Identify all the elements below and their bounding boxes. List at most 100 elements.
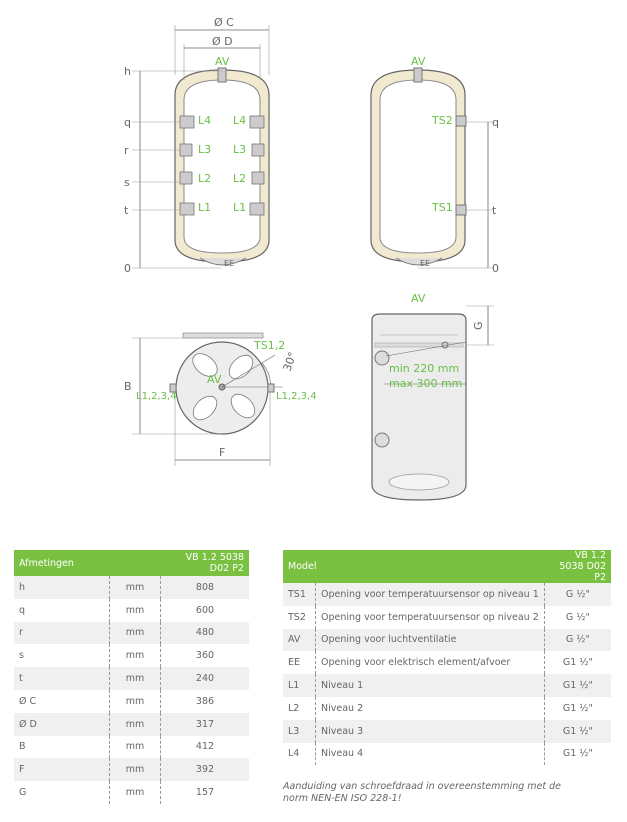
label-av-side: AV [411,55,426,68]
model-desc-cell: Niveau 3 [315,719,545,743]
model-desc-cell: Niveau 4 [315,742,545,766]
model-code-cell: L2 [283,696,316,720]
label-l4-left: L4 [198,114,211,127]
dimension-unit: mm [109,621,161,645]
model-code-cell: AV [283,628,316,652]
label-dia-d: Ø D [212,35,233,48]
dimension-unit: mm [109,576,161,599]
perspective-view: AV G min 220 mm max 300 mm [371,292,494,501]
dimension-label: q [14,598,110,622]
label-zero-side: 0 [492,262,499,275]
label-ee-side: EE [420,259,430,268]
model-desc-cell: Niveau 1 [315,674,545,697]
dimension-label: B [14,735,110,759]
label-f: F [219,446,225,459]
model-desc-cell: Opening voor luchtventilatie [315,628,545,652]
dimension-label: r [14,621,110,645]
dimension-unit: mm [109,598,161,622]
dimensions-model: VB 1.2 5038 D02 P2 [160,550,249,576]
dimension-value: 386 [160,689,249,713]
dimension-unit: mm [109,712,161,736]
model-code: VB 1.2 5038 D02 P2 [544,550,611,583]
dimension-value: 157 [160,781,249,804]
dimension-label: Ø D [14,712,110,736]
model-size-cell: G ½" [544,605,611,629]
label-h: h [124,65,131,78]
dimension-value: 808 [160,576,249,599]
label-av-3d: AV [411,292,426,305]
model-size-cell: G1 ½" [544,651,611,675]
label-q: q [124,116,131,129]
technical-drawings: Ø C Ø D AV h q r s t 0 L4 L4 L3 L3 L2 L2… [124,16,499,501]
top-view: B F TS1,2 30° AV L1,2,3,4 L1,2,3,4 [124,332,317,466]
label-l1234-left: L1,2,3,4 [136,391,177,402]
model-size-cell: G ½" [544,583,611,606]
label-l2-right: L2 [233,172,246,185]
dimension-value: 480 [160,621,249,645]
label-l3-left: L3 [198,143,211,156]
model-code-cell: EE [283,651,316,675]
label-l1-left: L1 [198,201,211,214]
model-size-cell: G1 ½" [544,719,611,743]
dimension-value: 360 [160,644,249,668]
dimension-label: Ø C [14,689,110,713]
model-code-cell: L1 [283,674,316,697]
dimension-label: h [14,576,110,599]
label-max-dist: max 300 mm [389,377,462,390]
dimension-label: G [14,781,110,804]
dimension-unit: mm [109,781,161,804]
label-b: B [124,380,132,393]
dimension-value: 600 [160,598,249,622]
label-q-side: q [492,116,499,129]
model-desc-cell: Opening voor temperatuursensor op niveau… [315,605,545,629]
model-size-cell: G1 ½" [544,696,611,720]
dimension-unit: mm [109,758,161,782]
label-l1-right: L1 [233,201,246,214]
dimension-label: s [14,644,110,668]
dimension-unit: mm [109,667,161,690]
front-view: Ø C Ø D AV h q r s t 0 L4 L4 L3 L3 L2 L2… [124,16,270,275]
dimension-unit: mm [109,735,161,759]
label-s: s [124,176,130,189]
dimension-value: 317 [160,712,249,736]
label-l2-left: L2 [198,172,211,185]
dimension-value: 392 [160,758,249,782]
label-zero: 0 [124,262,131,275]
model-size-cell: G1 ½" [544,674,611,697]
model-size-cell: G1 ½" [544,742,611,766]
label-ts12: TS1,2 [253,339,285,352]
dimension-label: t [14,667,110,690]
label-ts1: TS1 [431,201,453,214]
label-av-top: AV [207,373,222,386]
label-min-dist: min 220 mm [389,362,459,375]
side-view: AV TS2 TS1 q t 0 EE [370,55,499,275]
label-t: t [124,204,129,217]
model-title: Model [283,550,545,583]
dimension-value: 412 [160,735,249,759]
model-desc-cell: Niveau 2 [315,696,545,720]
label-r: r [124,144,129,157]
dimension-unit: mm [109,644,161,668]
model-desc-cell: Opening voor temperatuursensor op niveau… [315,583,545,606]
model-code-cell: TS1 [283,583,316,606]
dimension-label: F [14,758,110,782]
label-g: G [472,321,485,330]
